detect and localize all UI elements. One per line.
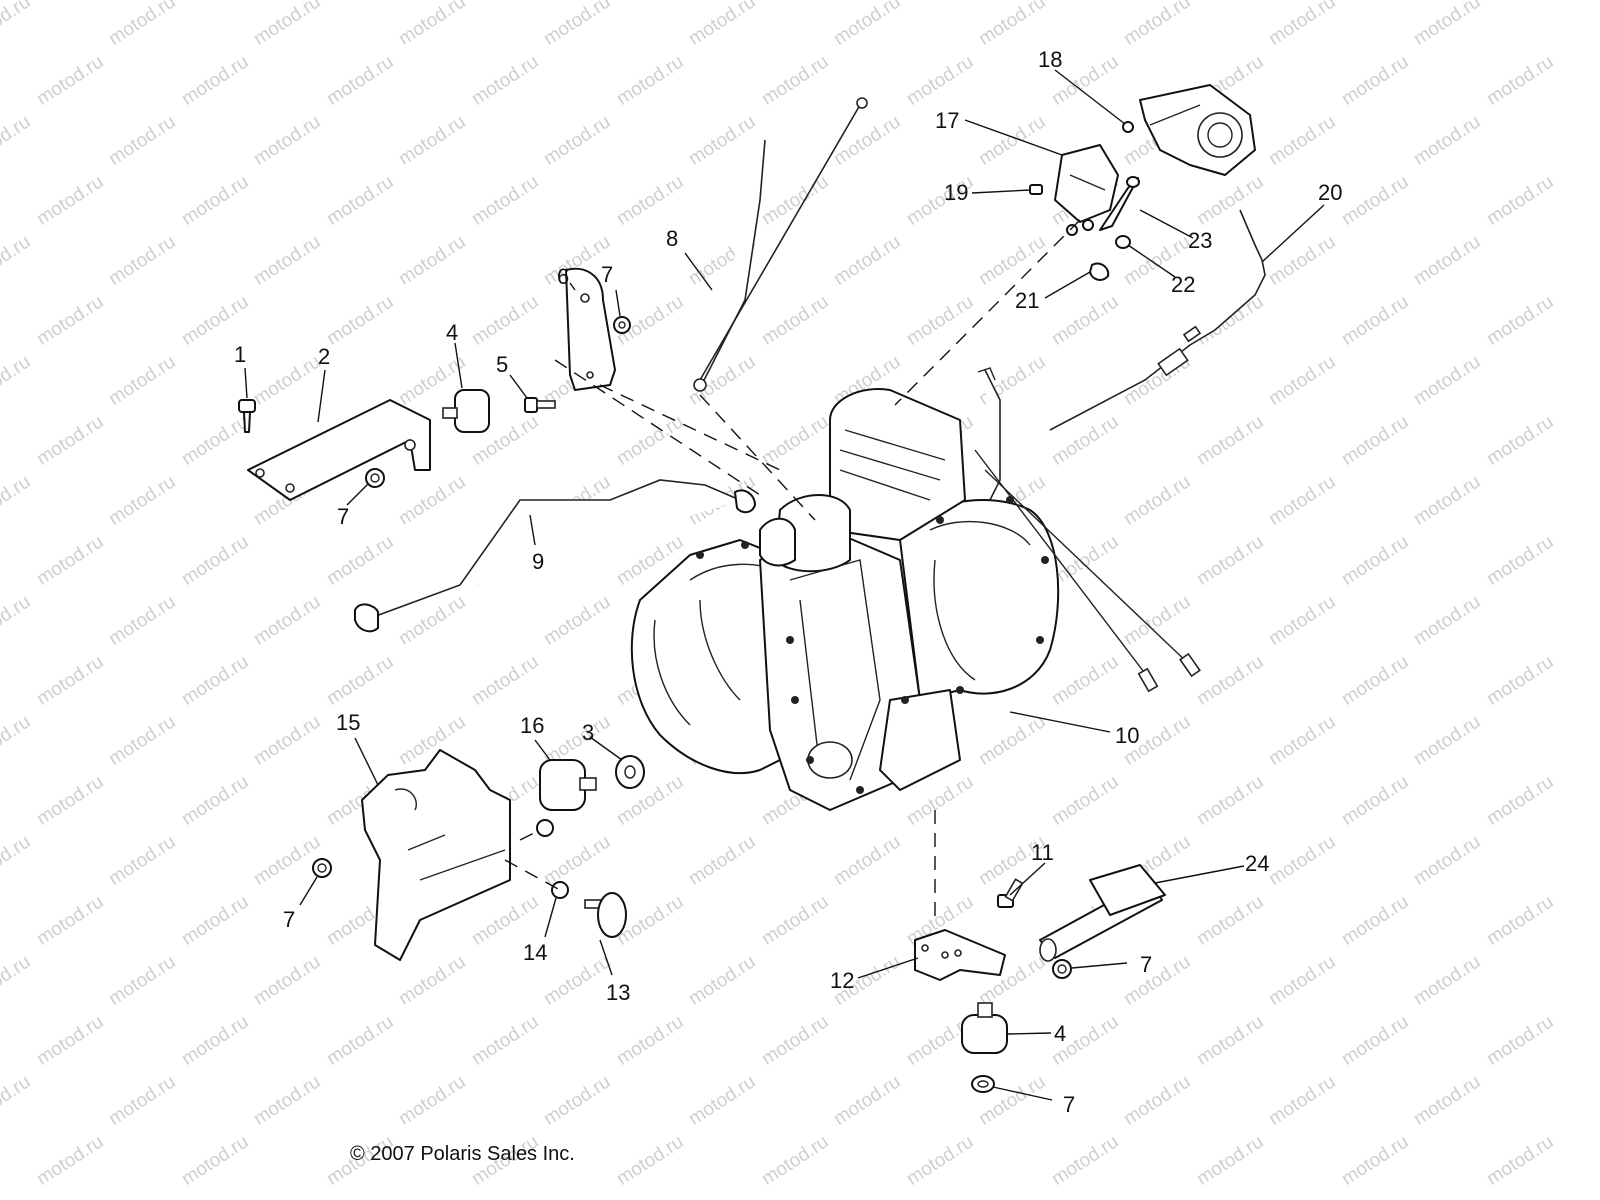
callout-15: 15: [336, 710, 360, 735]
callout-19: 19: [944, 180, 968, 205]
part-7-nut-c: [312, 858, 332, 878]
callout-17: 17: [935, 108, 959, 133]
callout-18: 18: [1038, 47, 1062, 72]
assembly-dashed-lines: [504, 219, 1081, 920]
part-16-mount: [539, 759, 597, 811]
callout-7-d: 7: [1140, 952, 1152, 977]
callout-3: 3: [582, 720, 594, 745]
part-7-nut-a: [365, 468, 385, 488]
part-13-bumper: [584, 892, 627, 938]
callout-20: 20: [1318, 180, 1342, 205]
callout-11: 11: [1031, 840, 1054, 865]
copyright-notice: © 2007 Polaris Sales Inc.: [350, 1143, 575, 1165]
part-4-mount-lower: [961, 1002, 1008, 1054]
callout-1: 1: [234, 342, 246, 367]
part-7-nut-b: [613, 316, 631, 334]
callout-5: 5: [496, 352, 508, 377]
part-6-bracket: [565, 267, 616, 391]
part-24-sleeve: [1039, 864, 1166, 962]
callout-labels: 1 2 3 4 4 5 6 7 7 7 7 7 8 9 10 11 12 13 …: [234, 47, 1342, 1117]
callout-22: 22: [1171, 272, 1195, 297]
callout-4-lower: 4: [1054, 1021, 1066, 1046]
part-17-cover: [1054, 144, 1119, 223]
part-15-bracket: [361, 749, 511, 961]
part-11-bolt: [997, 878, 1024, 908]
callout-9: 9: [532, 549, 544, 574]
part-3-washer: [615, 755, 645, 789]
callout-7-a: 7: [601, 262, 613, 287]
callout-12: 12: [830, 968, 854, 993]
callout-24: 24: [1245, 851, 1269, 876]
callout-10: 10: [1115, 723, 1139, 748]
part-20-cable: [1049, 209, 1266, 431]
part-8-rods: [693, 97, 868, 392]
part-2-bracket: [247, 399, 431, 501]
callout-6: 6: [557, 264, 569, 289]
part-9-cable: [354, 479, 756, 633]
callout-13: 13: [606, 980, 630, 1005]
part-14-nuts: [536, 819, 569, 899]
part-1-bolt: [238, 399, 256, 433]
leader-lines: [244, 69, 1325, 1101]
part-4-mount-upper: [442, 389, 490, 433]
part-5-bolt: [524, 397, 556, 413]
engine-assembly: [630, 367, 1201, 811]
callout-2: 2: [318, 344, 330, 369]
callout-4-upper: 4: [446, 320, 458, 345]
callout-7-c: 7: [283, 907, 295, 932]
callout-21: 21: [1015, 288, 1039, 313]
part-7-nut-e: [971, 1075, 995, 1093]
callout-8: 8: [666, 226, 678, 251]
callout-16: 16: [520, 713, 544, 738]
throttle-body-group: [1029, 84, 1256, 281]
callout-23: 23: [1188, 228, 1212, 253]
part-7-nut-d: [1052, 959, 1072, 979]
callout-14: 14: [523, 940, 547, 965]
callout-7-b: 7: [337, 504, 349, 529]
callout-7-e: 7: [1063, 1092, 1075, 1117]
